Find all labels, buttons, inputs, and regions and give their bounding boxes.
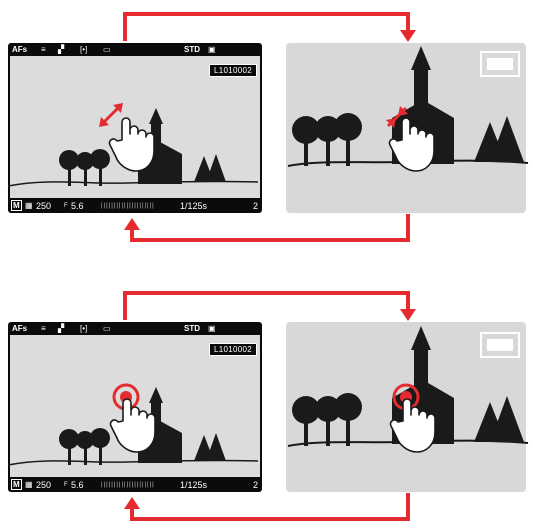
forward-arrow-top [125,14,416,42]
forward-arrow-bottom [125,293,416,321]
tap-gesture-icon [110,385,155,452]
return-arrow-top [124,214,408,240]
return-arrow-bottom [124,493,408,519]
